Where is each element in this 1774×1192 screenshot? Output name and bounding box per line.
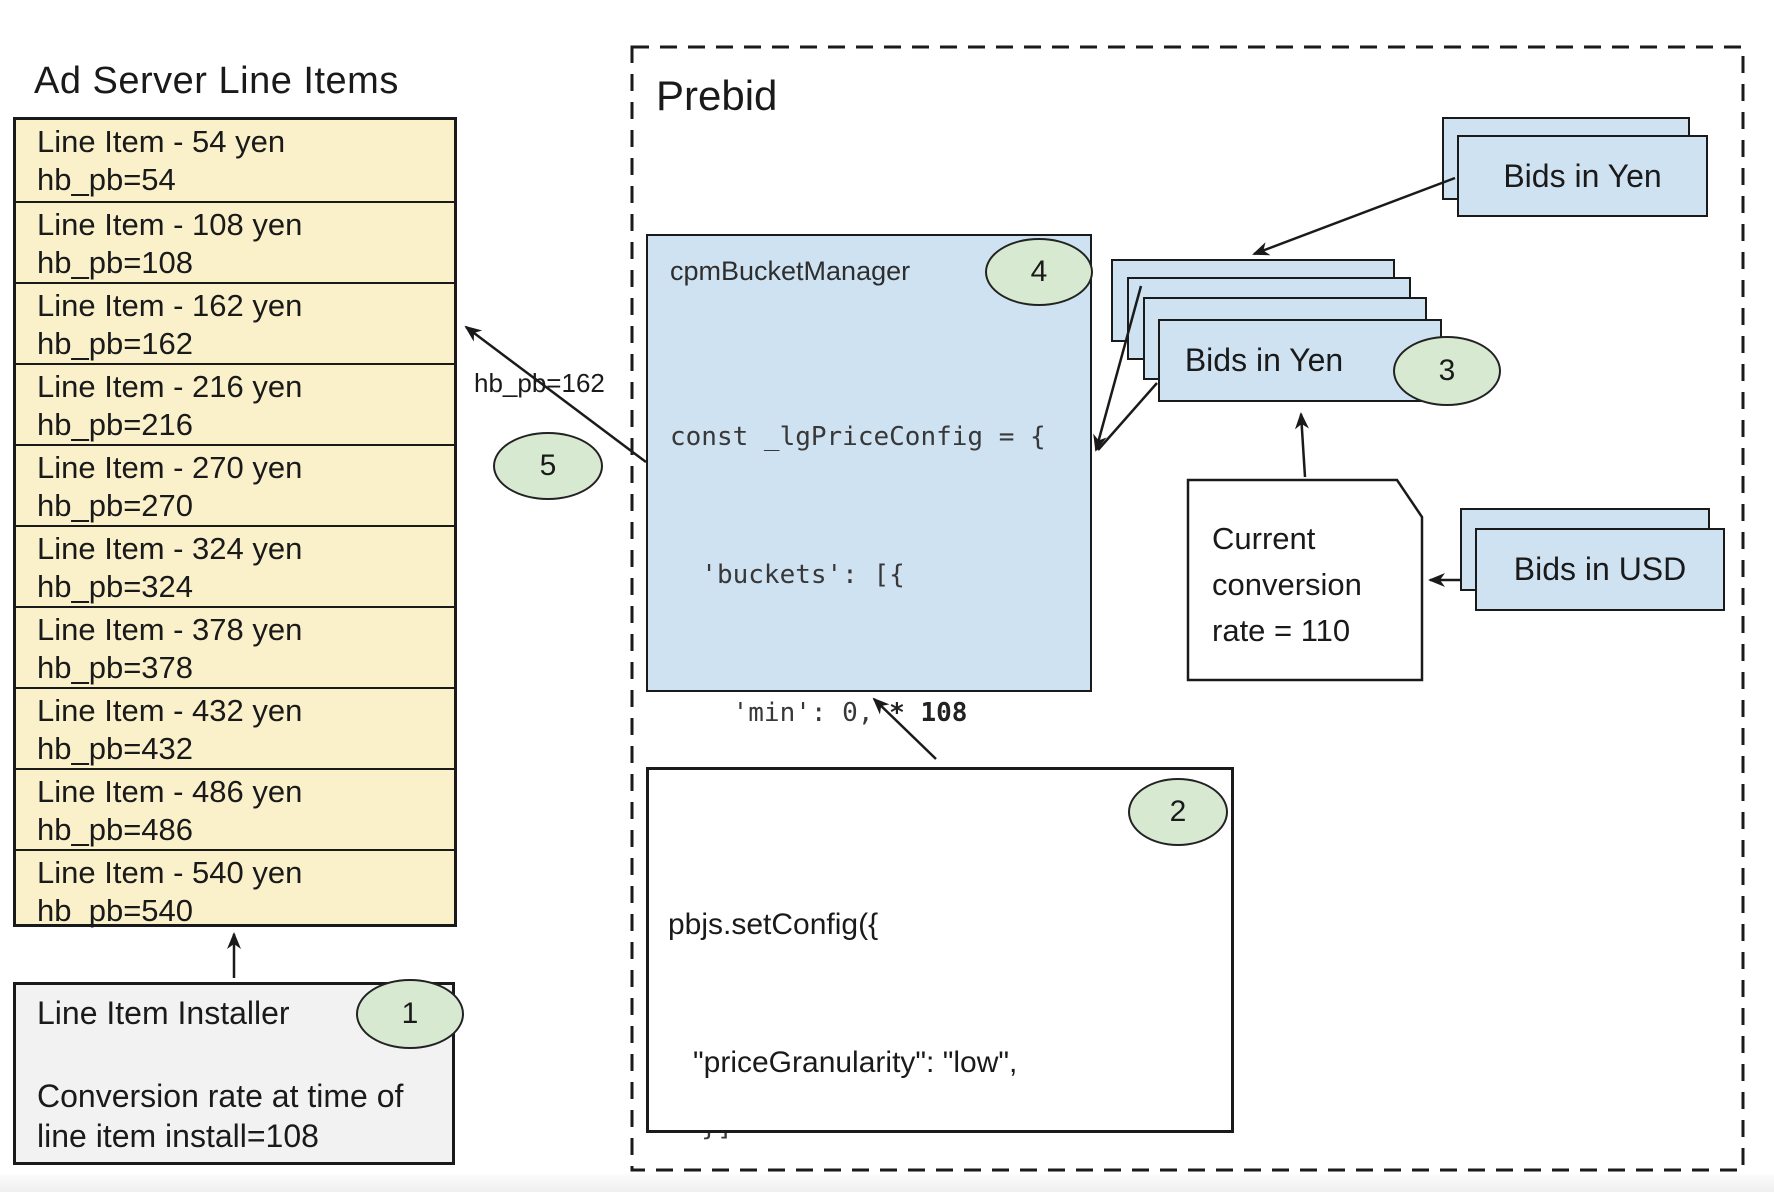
line-item-name: Line Item - 216 yen	[37, 369, 303, 404]
line-item-kv: hb_pb=486	[37, 812, 194, 847]
line-item-name: Line Item - 378 yen	[37, 612, 303, 647]
bids-in-usd-card: Bids in USD	[1475, 528, 1725, 611]
bids-in-yen-card: Bids in Yen	[1457, 135, 1708, 217]
line-item-name: Line Item - 54 yen	[37, 124, 286, 159]
line-item-name: Line Item - 324 yen	[37, 531, 303, 566]
step-badge-1: 1	[356, 979, 464, 1049]
step-badge-2: 2	[1128, 778, 1228, 846]
card-label: Bids in Yen	[1503, 157, 1662, 194]
code-line: "priceGranularity": "low",	[668, 1046, 1018, 1079]
note-line3: rate = 110	[1212, 613, 1351, 648]
card-label: Bids in Yen	[1184, 342, 1344, 378]
card-label: Bids in USD	[1513, 551, 1687, 587]
cpm-box-title: cpmBucketManager	[670, 256, 911, 286]
code-line: 'buckets': [{	[670, 560, 905, 590]
hb-pb-arrow-label: hb_pb=162	[474, 368, 605, 398]
line-item-kv: hb_pb=54	[37, 162, 176, 197]
note-line1: Current	[1212, 521, 1316, 556]
badge-number: 1	[401, 997, 419, 1030]
pbjs-code-block: pbjs.setConfig({ "priceGranularity": "lo…	[668, 810, 1084, 1192]
line-item-kv: hb_pb=270	[37, 488, 194, 523]
badge-number: 3	[1438, 354, 1456, 387]
installer-description: Conversion rate at time of line item ins…	[37, 1076, 403, 1156]
ad-server-title: Ad Server Line Items	[34, 60, 399, 102]
line-item-name: Line Item - 108 yen	[37, 207, 303, 242]
line-item-name: Line Item - 540 yen	[37, 855, 303, 890]
step-badge-4: 4	[985, 238, 1093, 306]
line-item-name: Line Item - 162 yen	[37, 288, 303, 323]
prebid-container-label: Prebid	[656, 72, 778, 119]
badge-number: 5	[539, 449, 557, 482]
line-item-kv: hb_pb=162	[37, 326, 194, 361]
installer-line2: line item install=108	[37, 1118, 319, 1154]
installer-line1: Conversion rate at time of	[37, 1078, 404, 1114]
arrow-yen-card-to-stack	[1252, 176, 1456, 256]
installer-title: Line Item Installer	[37, 995, 290, 1031]
line-item-kv: hb_pb=378	[37, 650, 194, 685]
line-item-kv: hb_pb=108	[37, 245, 194, 280]
code-line: const _lgPriceConfig = {	[670, 422, 1046, 452]
line-item-kv: hb_pb=432	[37, 731, 194, 766]
line-item-name: Line Item - 486 yen	[37, 774, 303, 809]
line-item-kv: hb_pb=540	[37, 893, 194, 928]
badge-number: 4	[1030, 255, 1048, 288]
badge-number: 2	[1169, 795, 1187, 828]
step-badge-5: 5	[493, 432, 603, 500]
arrow-note-to-stack	[1294, 412, 1309, 478]
line-item-kv: hb_pb=216	[37, 407, 194, 442]
line-item-name: Line Item - 270 yen	[37, 450, 303, 485]
arrow-stack-to-cpm-2	[1097, 382, 1158, 451]
code-line: pbjs.setConfig({	[668, 908, 879, 941]
step-badge-3: 3	[1393, 336, 1501, 406]
note-line2: conversion	[1212, 567, 1362, 602]
bottom-window-strip	[0, 1174, 1774, 1192]
code-line: 'min': 0, * 108	[670, 698, 968, 728]
line-item-kv: hb_pb=324	[37, 569, 194, 604]
line-item-name: Line Item - 432 yen	[37, 693, 303, 728]
conversion-rate-note-text: Current conversion rate = 110	[1212, 516, 1362, 654]
